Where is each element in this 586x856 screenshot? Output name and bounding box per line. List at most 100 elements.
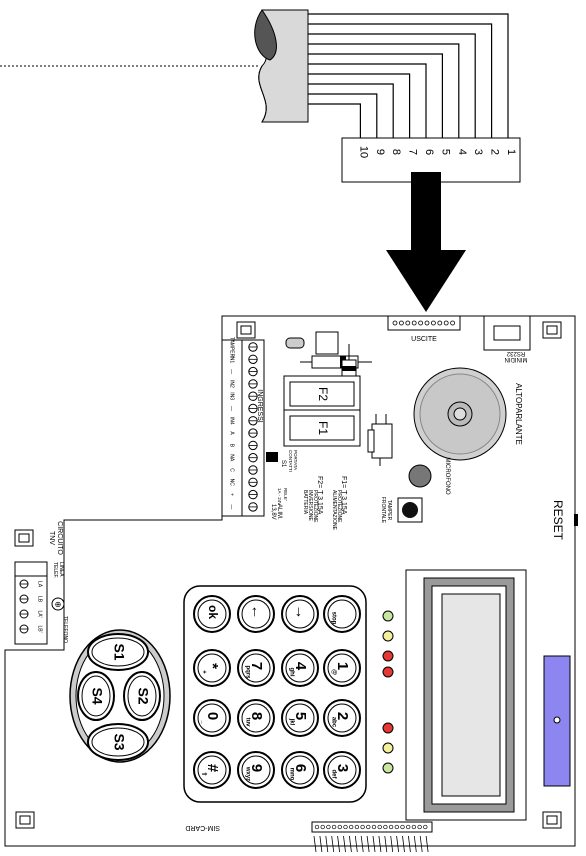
svg-text:ghi: ghi — [288, 668, 294, 677]
svg-text:→: → — [292, 605, 309, 620]
pin-label: 8 — [390, 149, 402, 155]
terminal-label: TAMPER — [229, 337, 235, 358]
pin-label: 4 — [456, 149, 468, 155]
svg-text:F2= T 3,15A: F2= T 3,15A — [316, 476, 323, 515]
terminal-label: B — [229, 444, 235, 448]
fuse-descriptions: F1= T 3,15A PROTEZIONE ALIMENTAZIONE F2=… — [302, 476, 347, 531]
pin-label: 3 — [472, 149, 484, 155]
svg-text:8: 8 — [248, 712, 265, 720]
svg-text:←: ← — [248, 605, 265, 620]
wire — [308, 43, 460, 142]
tamper-switch[interactable]: TAMPER FRONTALE — [380, 497, 423, 524]
keypad-key[interactable]: 1@ — [323, 649, 361, 687]
status-led — [382, 666, 394, 678]
keypad-key[interactable]: #⇧ — [193, 751, 231, 789]
svg-text:1A - 24V: 1A - 24V — [277, 488, 282, 505]
status-led — [382, 742, 394, 754]
svg-text:SIM-CARD: SIM-CARD — [185, 824, 220, 831]
svg-text:ALIMENTAZIONE: ALIMENTAZIONE — [331, 490, 337, 531]
svg-text:13,8V: 13,8V — [270, 504, 276, 520]
svg-text:wxyz: wxyz — [244, 766, 250, 781]
svg-text:INVERSIONE: INVERSIONE — [307, 490, 313, 522]
scroll-key-s1[interactable]: S1 — [87, 633, 149, 671]
status-led — [382, 610, 394, 622]
svg-text:⊕: ⊕ — [55, 600, 62, 609]
svg-text:F1: F1 — [316, 421, 330, 435]
sim-card-slot[interactable]: SIM-CARD — [185, 821, 433, 833]
svg-text:CIRCUITO: CIRCUITO — [56, 521, 63, 555]
scroll-key-s2[interactable]: S2 — [123, 671, 161, 721]
svg-text:BATTERIA: BATTERIA — [302, 490, 308, 515]
svg-text:TAMPER: TAMPER — [386, 500, 392, 521]
svg-text:PORTATA: PORTATA — [293, 450, 298, 470]
svg-text:PROTEZIONE: PROTEZIONE — [312, 490, 318, 523]
terminal-label: IN2 — [229, 380, 235, 388]
keypad-key[interactable]: 0_ — [193, 699, 231, 737]
terminal-label: IN4 — [229, 417, 235, 425]
status-led — [382, 722, 394, 734]
svg-text:TELEFONO: TELEFONO — [62, 616, 68, 643]
svg-text:9: 9 — [248, 764, 265, 772]
svg-text:#: # — [204, 764, 221, 773]
wire — [308, 33, 476, 142]
inputs-label: INGRESSI — [256, 389, 263, 423]
pin-label: 10 — [357, 146, 369, 158]
svg-text:6: 6 — [292, 764, 309, 772]
terminal-label: NC — [229, 479, 235, 487]
terminal-label: — — [229, 504, 235, 509]
wire — [308, 83, 394, 142]
svg-text:pqrs: pqrs — [244, 665, 250, 679]
svg-text:LINEA: LINEA — [58, 562, 64, 577]
keypad-key[interactable]: ← — [237, 595, 275, 633]
wire — [308, 23, 493, 142]
terminal-label: IN3 — [229, 392, 235, 400]
arrow-down — [386, 172, 466, 312]
svg-text:jkl: jkl — [288, 718, 294, 726]
svg-text:@: @ — [330, 669, 336, 675]
wire — [308, 73, 411, 142]
svg-text:mno: mno — [288, 768, 294, 781]
card-slot[interactable] — [543, 655, 571, 787]
keypad-key[interactable]: → — [281, 595, 319, 633]
scroll-key-s4[interactable]: S4 — [77, 671, 115, 721]
svg-text:F1= T 3,15A: F1= T 3,15A — [340, 476, 347, 515]
status-led — [382, 630, 394, 642]
keypad-key[interactable]: stop — [323, 595, 361, 633]
cable-bundle — [0, 9, 309, 123]
wire — [308, 13, 509, 142]
terminal-label: — — [229, 406, 235, 411]
pin-label: 9 — [374, 149, 386, 155]
svg-text:4: 4 — [292, 662, 309, 671]
wire — [308, 103, 361, 142]
svg-text:RS232: RS232 — [506, 350, 525, 356]
svg-text:stop: stop — [330, 612, 336, 625]
output-header: USCITE — [387, 315, 461, 343]
reset-button[interactable] — [574, 514, 578, 526]
keypad-key[interactable]: *+ — [193, 649, 231, 687]
cable-wires — [308, 13, 509, 142]
speaker-label: ALTOPARLANTE — [514, 383, 523, 445]
svg-text:TELEF.: TELEF. — [52, 562, 58, 578]
mounting-holes — [15, 321, 562, 829]
minidin-connector: MINIDIN RS232 — [483, 315, 531, 362]
switch-s1[interactable]: S1 — [266, 452, 286, 468]
scroll-key-s3[interactable]: S3 — [87, 723, 149, 761]
svg-text:*: * — [204, 663, 221, 669]
svg-text:7: 7 — [248, 662, 265, 670]
svg-text:tuv: tuv — [244, 718, 250, 728]
terminal-label: A — [229, 431, 235, 435]
svg-text:0: 0 — [204, 712, 221, 720]
keypad-key[interactable]: ok — [193, 595, 231, 633]
svg-text:2: 2 — [334, 712, 351, 720]
